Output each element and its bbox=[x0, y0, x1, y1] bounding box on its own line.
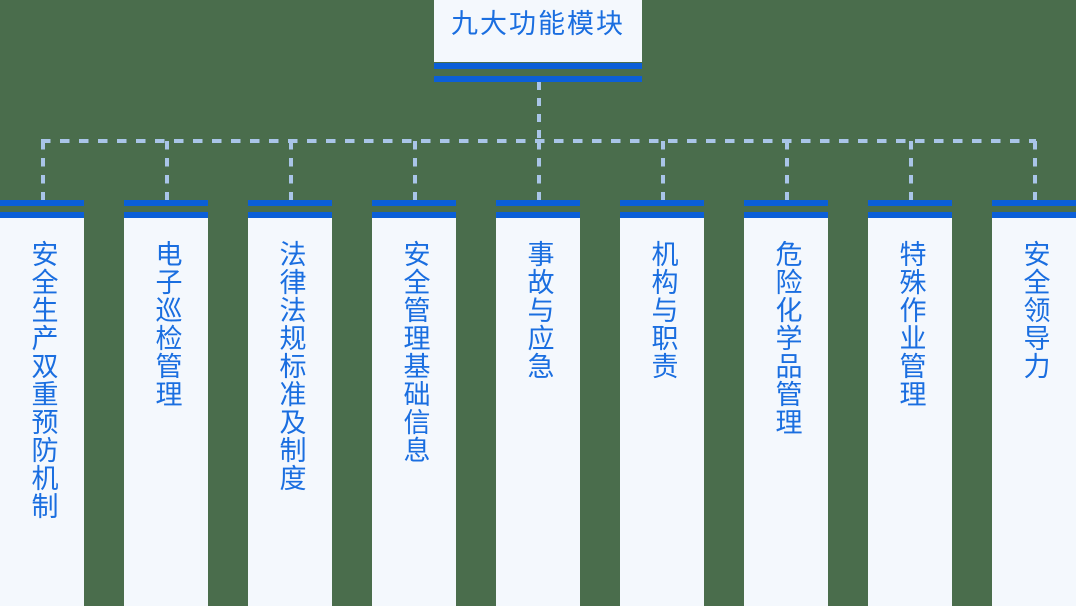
module-card-label: 安全生产双重预防机制 bbox=[26, 240, 58, 520]
module-card-safety-leadership[interactable]: 安全领导力 bbox=[992, 200, 1076, 606]
module-card-body: 安全生产双重预防机制 bbox=[0, 218, 84, 606]
module-card-label: 安全管理基础信息 bbox=[398, 240, 430, 464]
root-node-label: 九大功能模块 bbox=[451, 8, 625, 40]
module-card-accent-bar-top bbox=[496, 200, 580, 206]
connector-drop-4 bbox=[413, 141, 417, 201]
module-card-accent-bar-bottom bbox=[620, 212, 704, 218]
module-card-body: 特殊作业管理 bbox=[868, 218, 952, 606]
connector-drop-5 bbox=[537, 141, 541, 201]
module-card-accent-bar-top bbox=[372, 200, 456, 206]
module-card-label: 机构与职责 bbox=[646, 240, 678, 380]
module-card-e-inspection[interactable]: 电子巡检管理 bbox=[124, 200, 208, 606]
module-card-accent-bar-bottom bbox=[248, 212, 332, 218]
module-card-accent-bar-top bbox=[0, 200, 84, 206]
connector-drop-6 bbox=[661, 141, 665, 201]
module-card-body: 机构与职责 bbox=[620, 218, 704, 606]
module-card-accent-bar-top bbox=[744, 200, 828, 206]
connector-drop-8 bbox=[909, 141, 913, 201]
root-node-accent-bar-top bbox=[434, 63, 642, 69]
module-card-body: 法律法规标准及制度 bbox=[248, 218, 332, 606]
module-card-dual-prevention[interactable]: 安全生产双重预防机制 bbox=[0, 200, 84, 606]
module-card-accent-bar-top bbox=[248, 200, 332, 206]
module-card-label: 特殊作业管理 bbox=[894, 240, 926, 408]
root-node-accent-bar-bottom bbox=[434, 76, 642, 82]
module-card-hazardous-chemicals[interactable]: 危险化学品管理 bbox=[744, 200, 828, 606]
module-card-accent-bar-top bbox=[124, 200, 208, 206]
module-card-org-duty[interactable]: 机构与职责 bbox=[620, 200, 704, 606]
module-card-body: 安全管理基础信息 bbox=[372, 218, 456, 606]
module-card-body: 电子巡检管理 bbox=[124, 218, 208, 606]
connector-drop-7 bbox=[785, 141, 789, 201]
module-card-accent-bar-bottom bbox=[992, 212, 1076, 218]
root-node[interactable]: 九大功能模块 bbox=[434, 0, 642, 62]
connector-drop-1 bbox=[41, 141, 45, 201]
module-card-label: 法律法规标准及制度 bbox=[274, 240, 306, 492]
connector-stem bbox=[537, 82, 541, 142]
module-card-accent-bar-bottom bbox=[868, 212, 952, 218]
module-card-safety-base-info[interactable]: 安全管理基础信息 bbox=[372, 200, 456, 606]
module-card-special-operations[interactable]: 特殊作业管理 bbox=[868, 200, 952, 606]
module-card-label: 事故与应急 bbox=[522, 240, 554, 380]
module-card-body: 危险化学品管理 bbox=[744, 218, 828, 606]
module-card-accent-bar-bottom bbox=[744, 212, 828, 218]
module-card-accident-emergency[interactable]: 事故与应急 bbox=[496, 200, 580, 606]
module-card-label: 危险化学品管理 bbox=[770, 240, 802, 436]
module-card-accent-bar-top bbox=[992, 200, 1076, 206]
module-card-accent-bar-bottom bbox=[124, 212, 208, 218]
module-card-laws-standards[interactable]: 法律法规标准及制度 bbox=[248, 200, 332, 606]
connector-drop-9 bbox=[1033, 141, 1037, 201]
module-card-accent-bar-bottom bbox=[496, 212, 580, 218]
module-card-label: 安全领导力 bbox=[1018, 240, 1050, 380]
module-card-accent-bar-bottom bbox=[372, 212, 456, 218]
module-card-label: 电子巡检管理 bbox=[150, 240, 182, 408]
module-card-body: 安全领导力 bbox=[992, 218, 1076, 606]
connector-drop-2 bbox=[165, 141, 169, 201]
module-card-accent-bar-top bbox=[620, 200, 704, 206]
module-card-accent-bar-top bbox=[868, 200, 952, 206]
connector-drop-3 bbox=[289, 141, 293, 201]
module-card-body: 事故与应急 bbox=[496, 218, 580, 606]
module-card-accent-bar-bottom bbox=[0, 212, 84, 218]
